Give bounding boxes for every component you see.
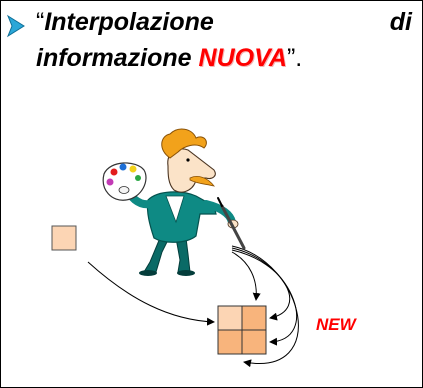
heading-word-informazione: informazione (36, 44, 199, 72)
heading-word-interpolazione: Interpolazione (44, 8, 214, 36)
curved-arrow-icon (231, 245, 299, 368)
heading-highlight-nuova: NUOVA (198, 44, 287, 72)
close-quote: ”. (286, 44, 303, 72)
pixel-grid (217, 305, 267, 355)
grid-cell-top-right (241, 305, 267, 331)
grid-cell-bottom-right (241, 329, 267, 355)
curved-arrow-icon (87, 261, 215, 326)
heading-line-1: “Interpolazione di (36, 8, 412, 37)
new-label: NEW (316, 315, 356, 334)
grid-cell-top-left (217, 305, 243, 331)
open-quote: “ (36, 8, 45, 36)
arrow-bullet-icon (6, 14, 25, 38)
heading-line-2: informazione NUOVA”. (36, 44, 302, 73)
curved-arrow-icon (231, 251, 261, 301)
grid-cell-bottom-left (217, 329, 243, 355)
source-pixel (51, 225, 77, 251)
painter-character-icon (102, 128, 246, 276)
heading-word-di: di (389, 8, 412, 36)
